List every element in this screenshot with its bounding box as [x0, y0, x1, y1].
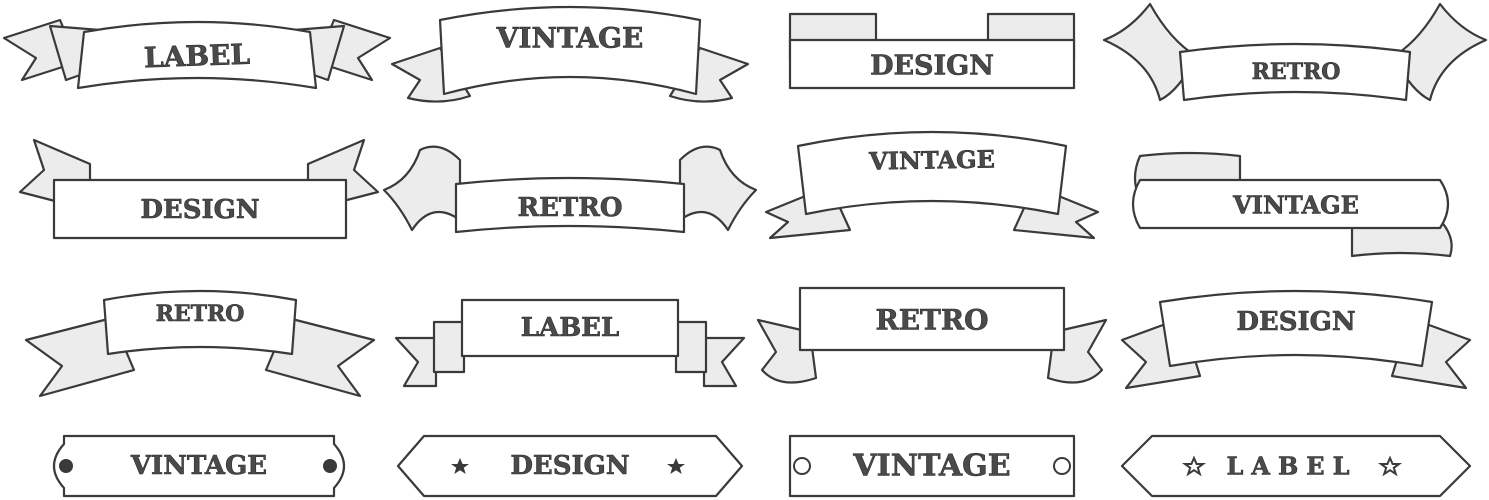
banner-7: VINTAGE — [764, 130, 1100, 240]
banner-2: VINTAGE — [390, 5, 750, 103]
banner-15: VINTAGE — [788, 434, 1076, 498]
banner-15-text: VINTAGE — [852, 449, 1010, 484]
banner-16: LABEL — [1120, 434, 1472, 498]
hollow-rivet-left-icon — [793, 457, 811, 475]
banner-13-text: VINTAGE — [130, 451, 267, 481]
rivet-left-icon — [59, 459, 73, 473]
banner-1: LABEL — [2, 18, 392, 90]
banner-16-text: LABEL — [1227, 452, 1358, 481]
banner-5: DESIGN — [18, 138, 380, 240]
banner-11-text: RETRO — [875, 304, 988, 337]
banner-10-text: LABEL — [521, 313, 620, 343]
banner-12: DESIGN — [1120, 289, 1472, 390]
banner-6-text: RETRO — [517, 193, 622, 223]
banner-8: VINTAGE — [1131, 151, 1453, 258]
banner-7-text: VINTAGE — [868, 144, 995, 175]
banner-4: RETRO — [1102, 2, 1488, 102]
banner-13: VINTAGE — [52, 434, 346, 498]
banner-5-text: DESIGN — [140, 195, 259, 225]
banner-9: RETRO — [24, 289, 376, 398]
banner-11: RETRO — [756, 286, 1108, 384]
hollow-rivet-right-icon — [1053, 457, 1071, 475]
banner-9-text: RETRO — [156, 301, 245, 327]
star-right-icon — [667, 458, 685, 474]
banner-14-text: DESIGN — [510, 451, 629, 481]
banner-8-text: VINTAGE — [1232, 191, 1359, 220]
star-outline-right-icon — [1377, 455, 1403, 477]
star-outline-left-icon — [1181, 455, 1207, 477]
banner-1-text: LABEL — [143, 38, 251, 75]
banner-2-text: VINTAGE — [496, 22, 644, 55]
banner-6: RETRO — [382, 145, 758, 234]
banner-3-text: DESIGN — [870, 51, 994, 82]
banner-10: LABEL — [394, 298, 746, 388]
banner-12-text: DESIGN — [1236, 307, 1355, 337]
star-left-icon — [451, 458, 469, 474]
banner-14: DESIGN — [396, 434, 744, 498]
banner-4-text: RETRO — [1252, 59, 1341, 85]
banner-3: DESIGN — [788, 12, 1076, 90]
rivet-right-icon — [323, 459, 337, 473]
